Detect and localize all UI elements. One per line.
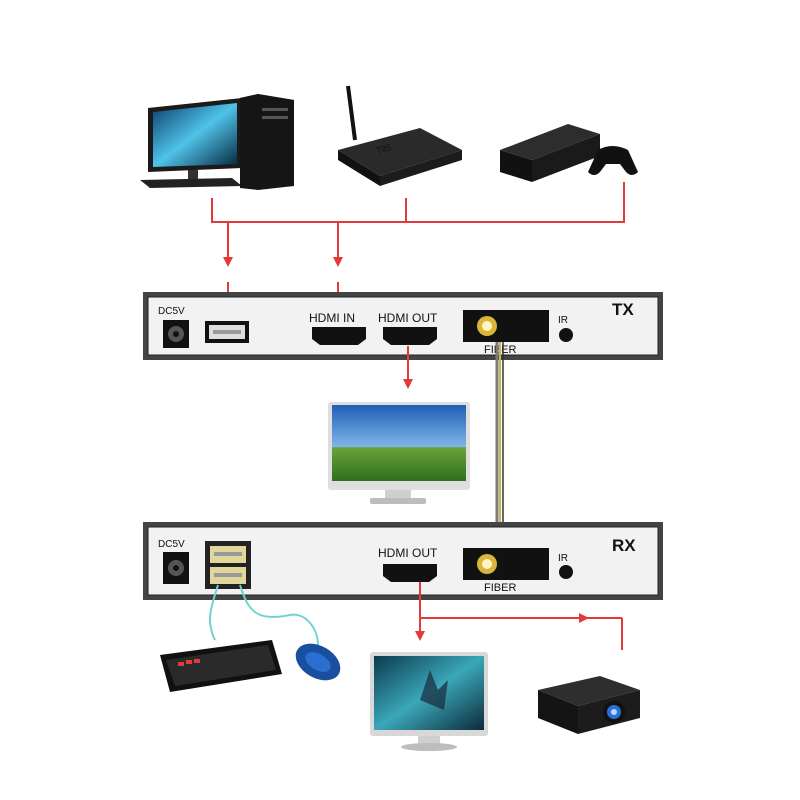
tx-ir-label: IR <box>558 315 568 326</box>
rx-ir-label: IR <box>558 553 568 564</box>
keyboard-icon <box>160 640 282 692</box>
rx-hdmi-out-port <box>383 564 437 582</box>
rx-unit-panel: RX DC5V HDMI OUT FIBER IR <box>143 522 663 600</box>
tx-dc5v-label: DC5V <box>158 306 185 317</box>
rx-ir-port <box>559 565 573 579</box>
rx-dc5v-label: DC5V <box>158 539 185 550</box>
rx-usb-dual-port <box>205 541 251 589</box>
tx-fiber-port <box>463 310 549 342</box>
tx-usb-port <box>205 321 249 343</box>
tx-dc-power-port <box>163 320 189 348</box>
desktop-pc-icon <box>140 94 294 190</box>
rx-dc-power-port <box>163 552 189 584</box>
tx-hdmi-in-label: HDMI IN <box>309 311 355 325</box>
projector-icon <box>538 676 640 734</box>
fiber-cable <box>495 342 504 548</box>
local-monitor-icon <box>328 402 470 504</box>
tx-ir-port <box>559 328 573 342</box>
mouse-icon <box>295 643 341 681</box>
usb-peripheral-cables <box>208 584 319 646</box>
remote-monitor-icon <box>370 652 488 751</box>
rx-fiber-label: FIBER <box>484 582 516 594</box>
tx-unit-panel: TX DC5V HDMI IN HDMI OUT FIBER IR <box>143 292 663 360</box>
tv-box-brand: T95 <box>375 142 393 156</box>
tx-hdmi-out-port <box>383 327 437 345</box>
rx-fiber-port <box>463 548 549 580</box>
tv-box-icon: T95 <box>338 85 462 186</box>
source-distribution-lines <box>211 182 625 223</box>
rx-title: RX <box>612 536 636 555</box>
tx-hdmi-out-label: HDMI OUT <box>378 311 438 325</box>
game-console-icon <box>500 124 638 182</box>
tx-title: TX <box>612 300 634 319</box>
tx-hdmi-in-port <box>312 327 366 345</box>
rx-hdmi-out-label: HDMI OUT <box>378 546 438 560</box>
